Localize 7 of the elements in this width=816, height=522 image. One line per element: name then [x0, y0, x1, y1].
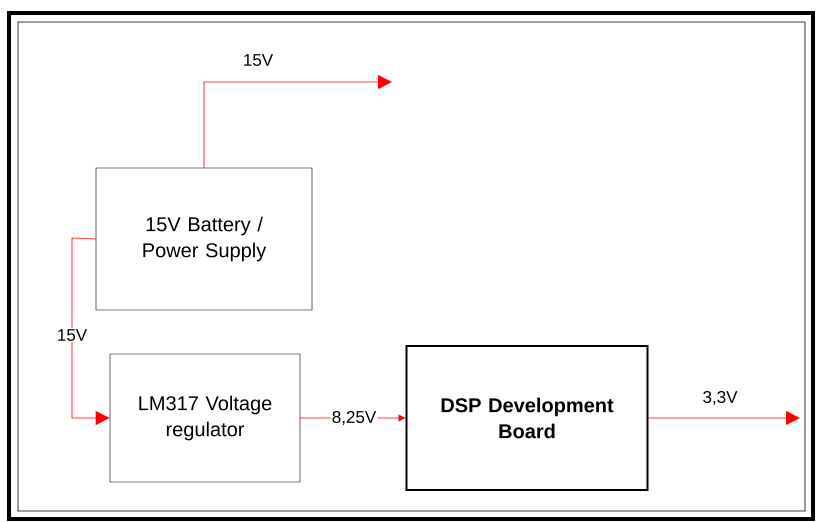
- edge-label: 3,3V: [703, 390, 738, 406]
- block-box: LM317 Voltage regulator: [110, 354, 300, 482]
- block-box: 15V Battery / Power Supply: [96, 168, 312, 310]
- edge-label: 8,25V: [332, 410, 376, 426]
- edge-label: 15V: [244, 54, 274, 66]
- board-box: DSP Development Board: [406, 345, 648, 491]
- edge-label: 15V: [58, 329, 88, 341]
